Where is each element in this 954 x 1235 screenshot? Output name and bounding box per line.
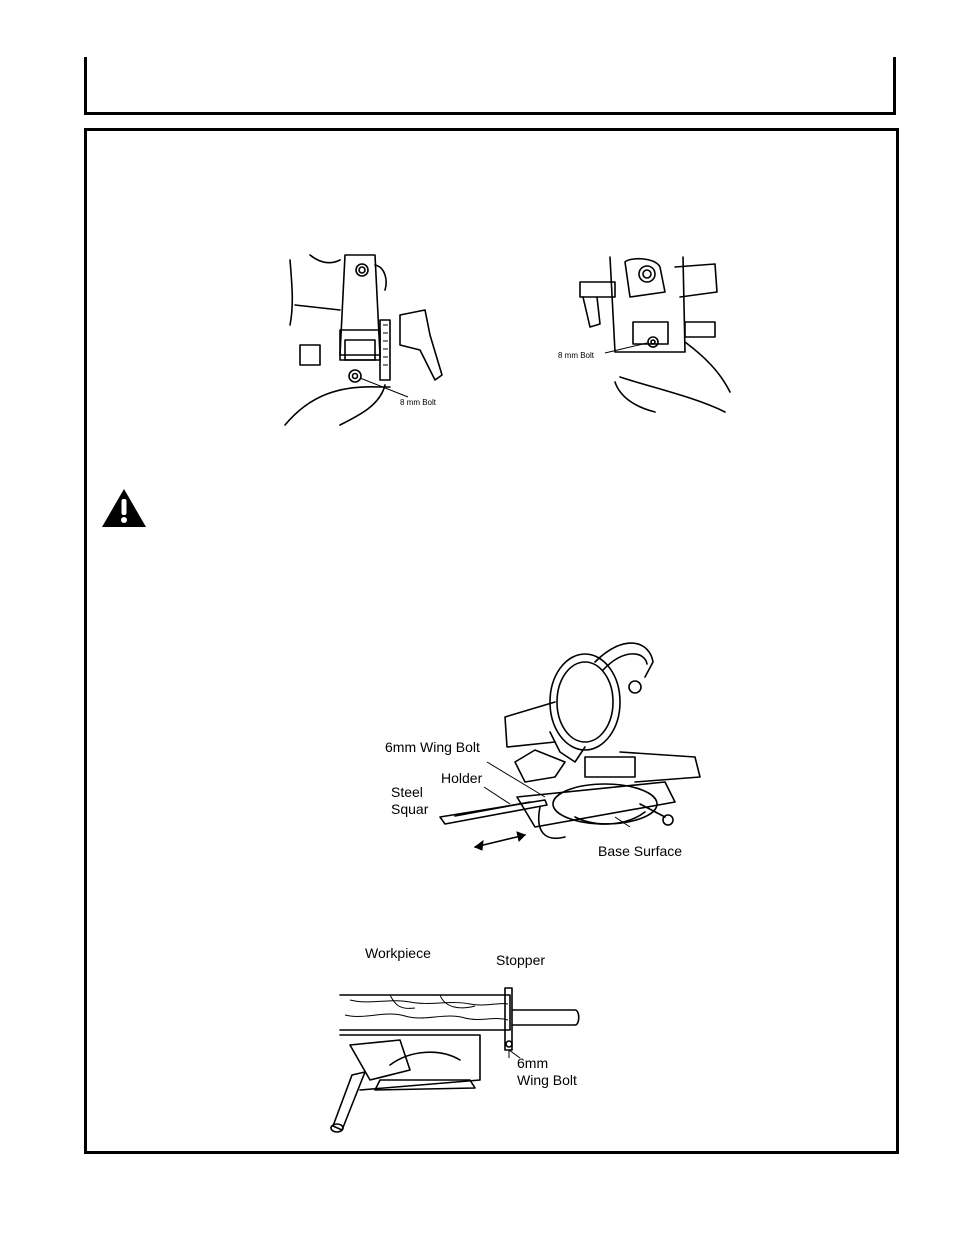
wing-bolt-label: 6mm Wing Bolt xyxy=(385,739,480,755)
bolt-detail-right-figure xyxy=(579,256,731,413)
steel-square-label-line1: Steel xyxy=(391,784,423,800)
bolt-right-label: 8 mm Bolt xyxy=(558,351,595,360)
steel-square-label-line2: Squar xyxy=(391,801,429,817)
stopper-label: Stopper xyxy=(496,952,546,968)
holder-label: Holder xyxy=(441,770,483,786)
warning-triangle-icon xyxy=(102,489,146,527)
stopper-workpiece-figure xyxy=(330,987,580,1133)
content-box xyxy=(84,128,899,1154)
wing-bolt-label-line2: Wing Bolt xyxy=(517,1072,577,1088)
base-surface-label: Base Surface xyxy=(598,843,683,859)
bolt-left-label: 8 mm Bolt xyxy=(400,398,437,407)
workpiece-label: Workpiece xyxy=(365,945,431,961)
miter-saw-square-figure xyxy=(439,642,701,851)
bolt-detail-left-figure xyxy=(284,254,443,426)
wing-bolt-label-line1: 6mm xyxy=(517,1055,549,1071)
header-box xyxy=(84,57,896,115)
